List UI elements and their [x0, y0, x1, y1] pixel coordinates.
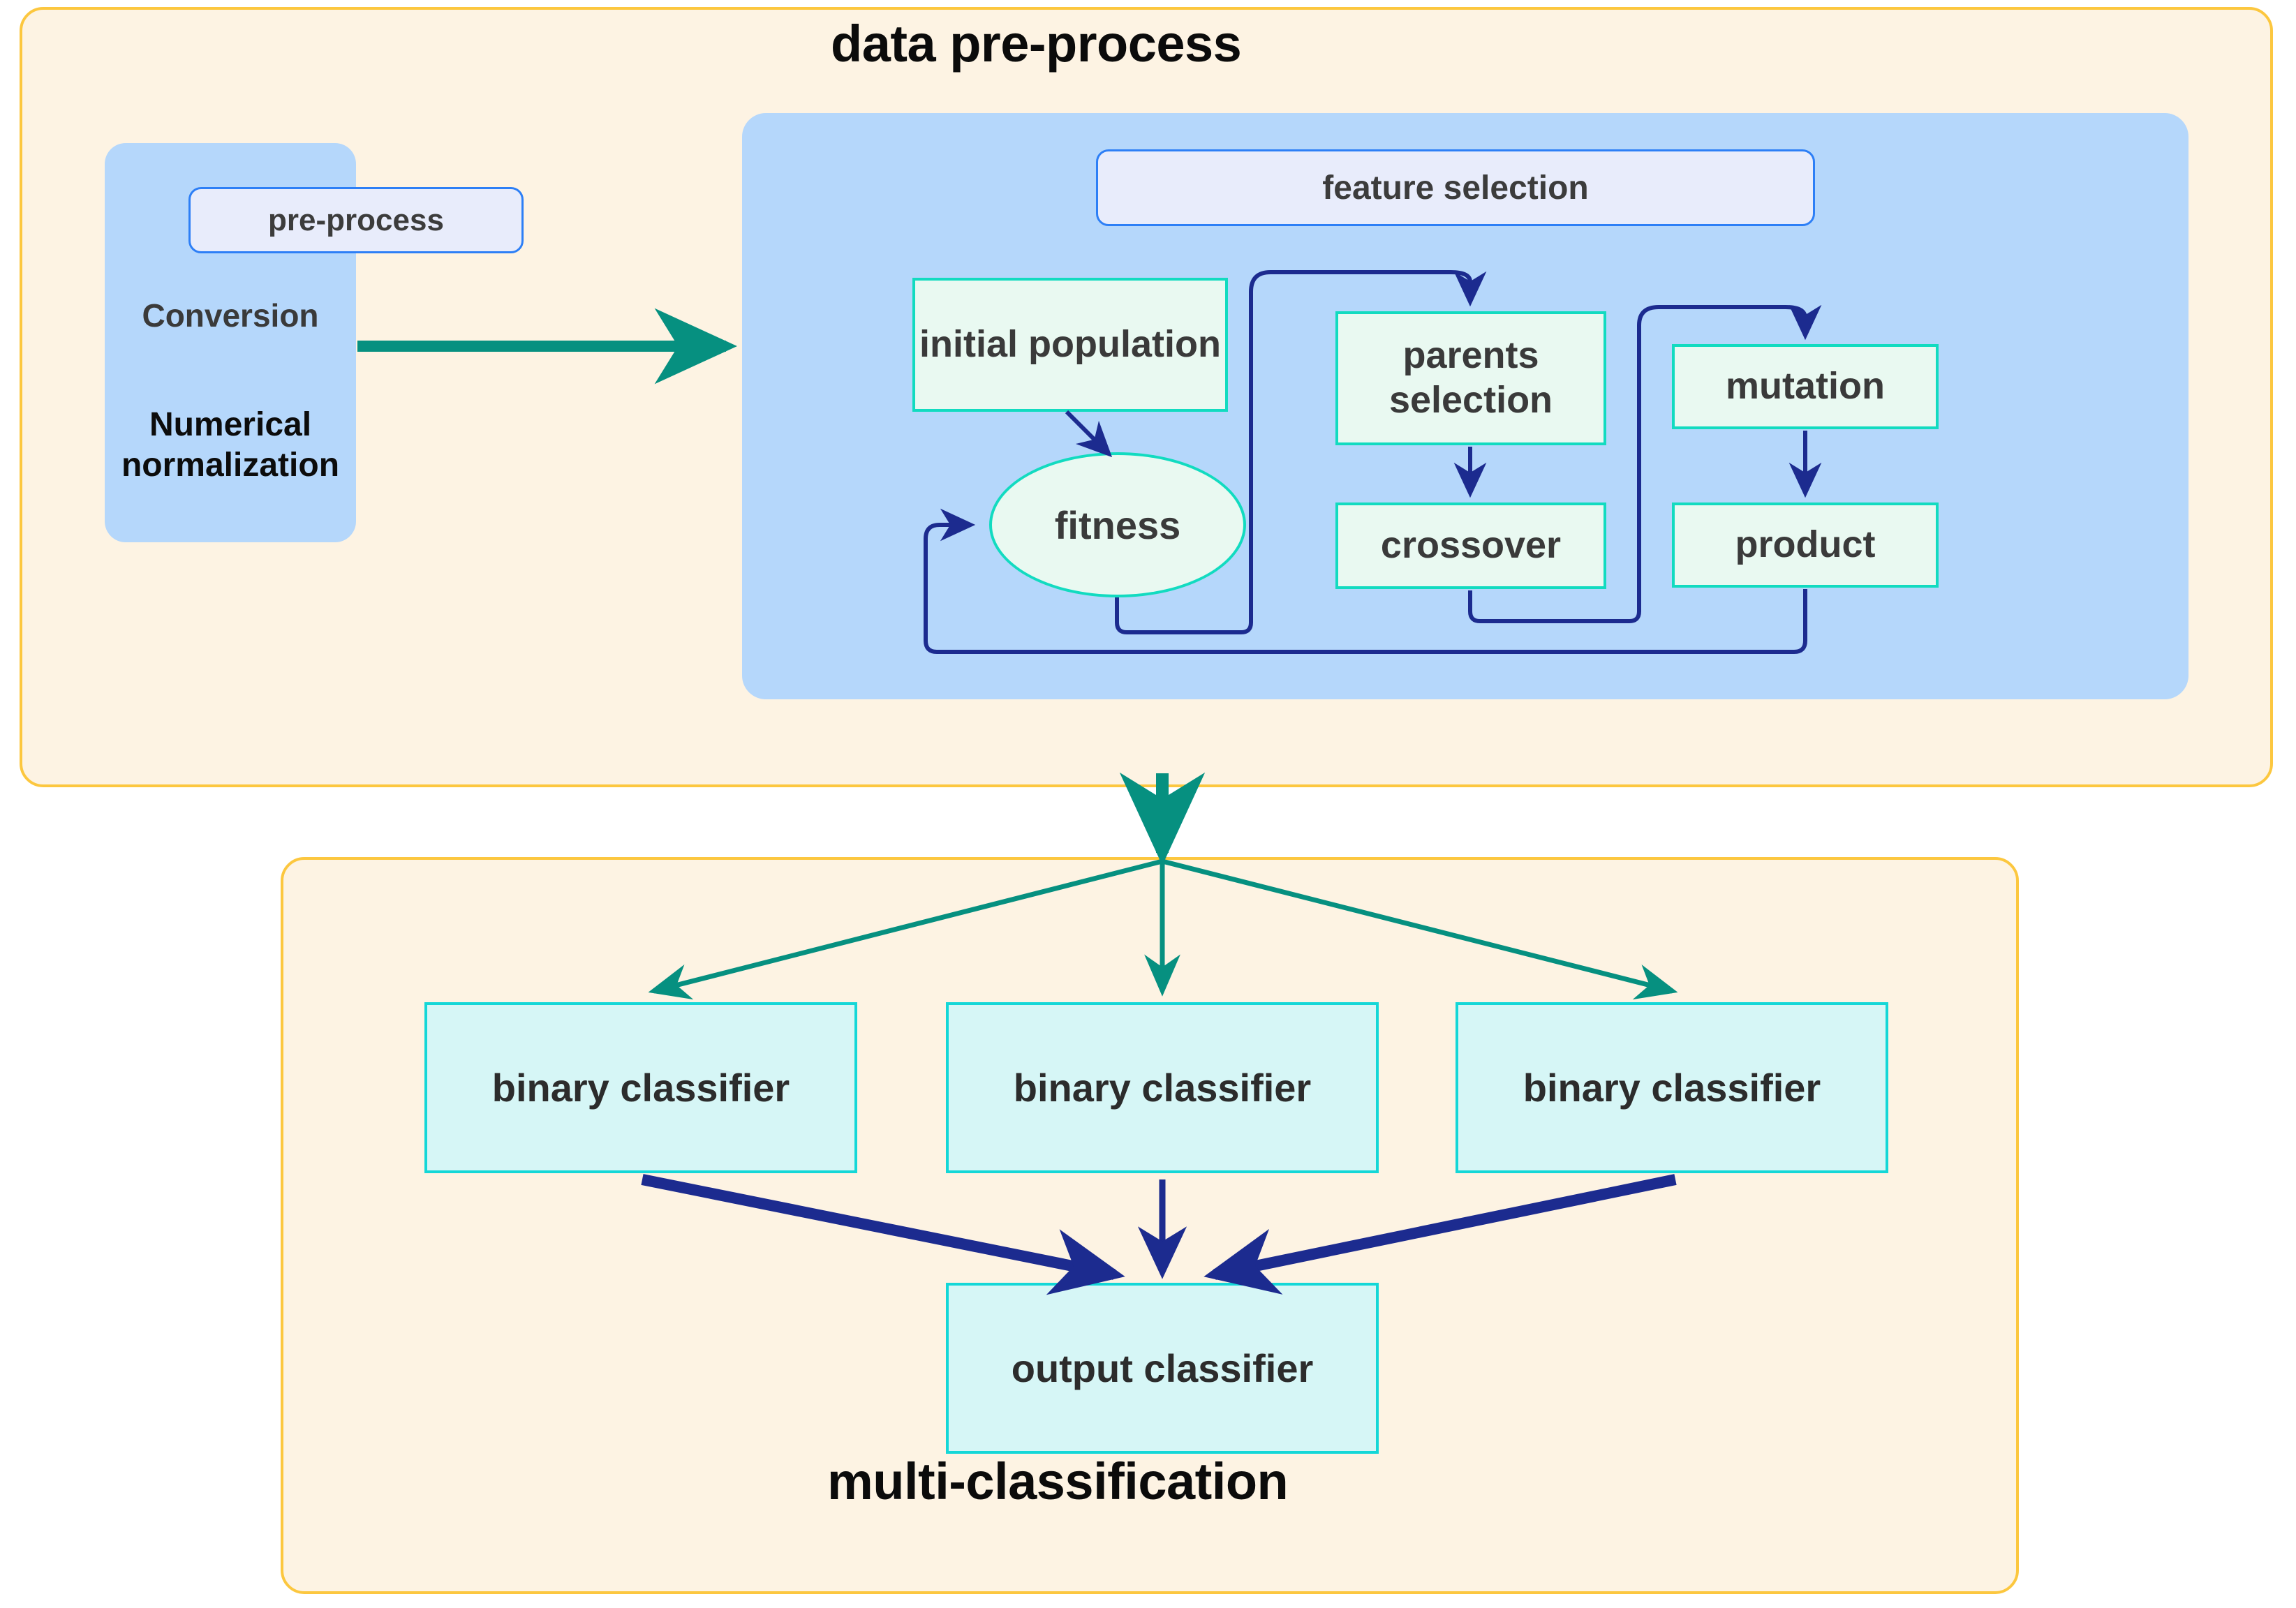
node-parents-selection: parents selection	[1335, 311, 1606, 445]
node-crossover: crossover	[1335, 502, 1606, 589]
preprocess-conversion-label: Conversion	[142, 297, 319, 334]
node-initial-population: initial population	[912, 278, 1228, 412]
data-preprocess-title: data pre-process	[831, 15, 1242, 73]
preprocess-normalization-label: Numerical normalization	[121, 406, 340, 484]
feature-selection-pill-label: feature selection	[1096, 149, 1815, 226]
node-product: product	[1672, 502, 1939, 588]
node-binary-classifier-3: binary classifier	[1456, 1002, 1888, 1173]
node-fitness: fitness	[989, 452, 1246, 597]
multi-classification-title: multi-classification	[827, 1452, 1289, 1510]
node-binary-classifier-1: binary classifier	[424, 1002, 857, 1173]
node-output-classifier: output classifier	[946, 1283, 1379, 1454]
node-binary-classifier-2: binary classifier	[946, 1002, 1379, 1173]
pre-process-pill-label: pre-process	[188, 187, 524, 253]
node-mutation: mutation	[1672, 344, 1939, 429]
